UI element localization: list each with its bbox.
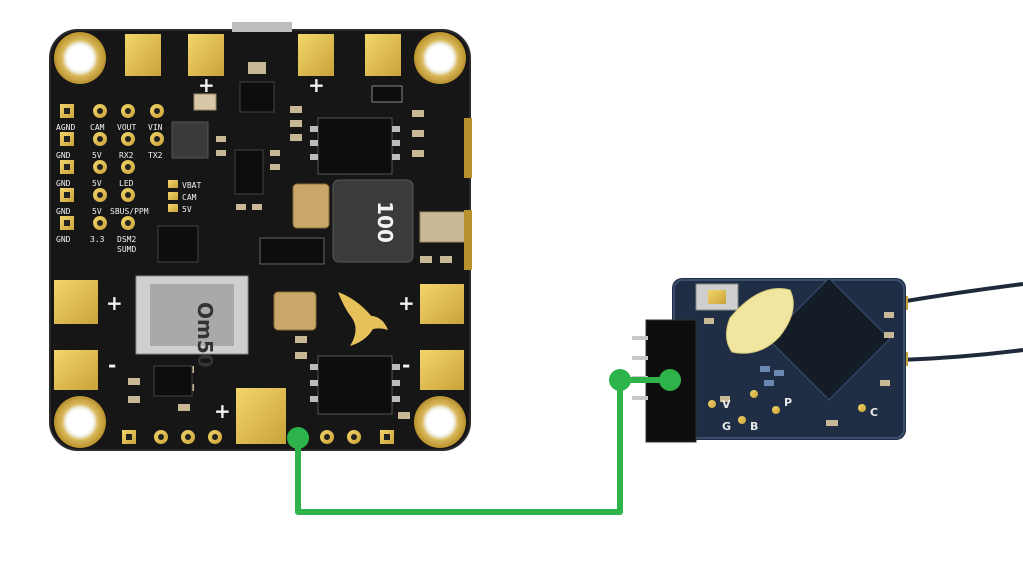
diode: [371, 85, 403, 103]
plus-sign-label: +: [398, 291, 415, 315]
minus-sign-label: -: [402, 353, 410, 377]
battery-pad: [54, 280, 98, 324]
battery-pad: [54, 350, 98, 390]
silk-label: GND: [56, 151, 71, 160]
shunt-body: [150, 284, 234, 346]
shunt-label: Om50: [193, 302, 217, 368]
pin-label-p: P: [784, 396, 792, 409]
silk-label: TX2: [148, 151, 163, 160]
pin-label-b: B: [750, 420, 758, 433]
silk-label: 5V: [92, 151, 102, 160]
rx-smd-components: [704, 312, 894, 426]
pin-column-3: [121, 104, 135, 230]
power-pad: [298, 34, 334, 76]
mounting-hole-bl: [54, 396, 106, 448]
power-pad: [125, 34, 161, 76]
bottom-pin-row: [122, 430, 394, 444]
minus-sign-label: -: [108, 353, 116, 377]
mounting-hole-tr: [414, 32, 466, 84]
wire-junction: [609, 369, 631, 391]
diode-large: [259, 237, 325, 265]
silk-label: SUMD: [117, 245, 136, 254]
regulator-chip: [239, 81, 275, 113]
wire-endpoint-rx: [659, 369, 681, 391]
plus-sign-label: +: [106, 291, 123, 315]
silk-label: AGND: [56, 123, 75, 132]
antenna-wire: [899, 282, 1023, 304]
battery-pad: [420, 284, 464, 324]
side-connector: [464, 210, 472, 270]
silk-label: 3.3: [90, 235, 105, 244]
plus-sign-label: +: [214, 399, 231, 423]
voltage-jumper: [168, 180, 178, 212]
mosfet-ic: [317, 355, 393, 415]
rx-pads: [708, 390, 866, 424]
pin-label-g: G: [722, 420, 731, 433]
silk-label: VBAT: [182, 181, 201, 190]
edge-connector: [232, 22, 292, 32]
silk-label: GND: [56, 235, 71, 244]
silk-label: VOUT: [117, 123, 136, 132]
flight-controller-board: + + AGND GND GND GND GND CAM 5V 5V 5V 3.…: [49, 22, 472, 451]
mounting-hole-tl: [54, 32, 106, 84]
capacitor-large: [273, 291, 317, 331]
plus-sign-label: +: [198, 73, 215, 97]
brand-logo: [338, 292, 388, 346]
buzzer-chip: [171, 121, 209, 159]
power-pad: [365, 34, 401, 76]
receiver-chip: [767, 277, 891, 401]
pin-column-2: [93, 104, 107, 230]
mosfet-chip: [234, 149, 264, 195]
power-pad: [188, 34, 224, 76]
silk-label: LED: [119, 179, 134, 188]
inductor: [332, 179, 414, 263]
silk-label: CAM: [182, 193, 197, 202]
capacitor: [419, 211, 467, 243]
plus-sign-label: +: [308, 73, 325, 97]
capacitor: [248, 62, 266, 74]
pin-column-4: [150, 104, 164, 146]
power-pad-bottom: [236, 388, 286, 444]
ic-legs: [310, 126, 400, 160]
ic-legs: [310, 364, 400, 402]
antenna-wire: [899, 348, 1023, 362]
receiver: G V B P C: [632, 277, 1023, 443]
silk-label: VIN: [148, 123, 163, 132]
pin-column-1: [60, 104, 74, 230]
pin-label-v: V: [722, 398, 731, 411]
side-connector: [464, 118, 472, 178]
glue-blob: [726, 288, 794, 354]
mounting-hole-br: [414, 396, 466, 448]
regulator-chip: [157, 225, 199, 263]
capacitor-large: [292, 183, 330, 229]
pin-label-c: C: [870, 406, 878, 419]
silk-label: GND: [56, 179, 71, 188]
regulator-chip: [153, 365, 193, 397]
connection-wire: [287, 369, 681, 515]
wire-endpoint-fc: [287, 427, 309, 449]
silk-label: 5V: [92, 207, 102, 216]
silk-label: GND: [56, 207, 71, 216]
silk-label: SBUS/PPM: [110, 207, 149, 216]
silk-label: CAM: [90, 123, 105, 132]
silk-label: 5V: [182, 205, 192, 214]
silk-label: RX2: [119, 151, 134, 160]
power-ic: [317, 117, 393, 175]
silk-label: DSM2: [117, 235, 136, 244]
capacitor: [193, 93, 217, 111]
inductor-label: 100: [373, 201, 397, 243]
battery-pad: [420, 350, 464, 390]
silk-label: 5V: [92, 179, 102, 188]
signal-wire: [295, 377, 670, 515]
